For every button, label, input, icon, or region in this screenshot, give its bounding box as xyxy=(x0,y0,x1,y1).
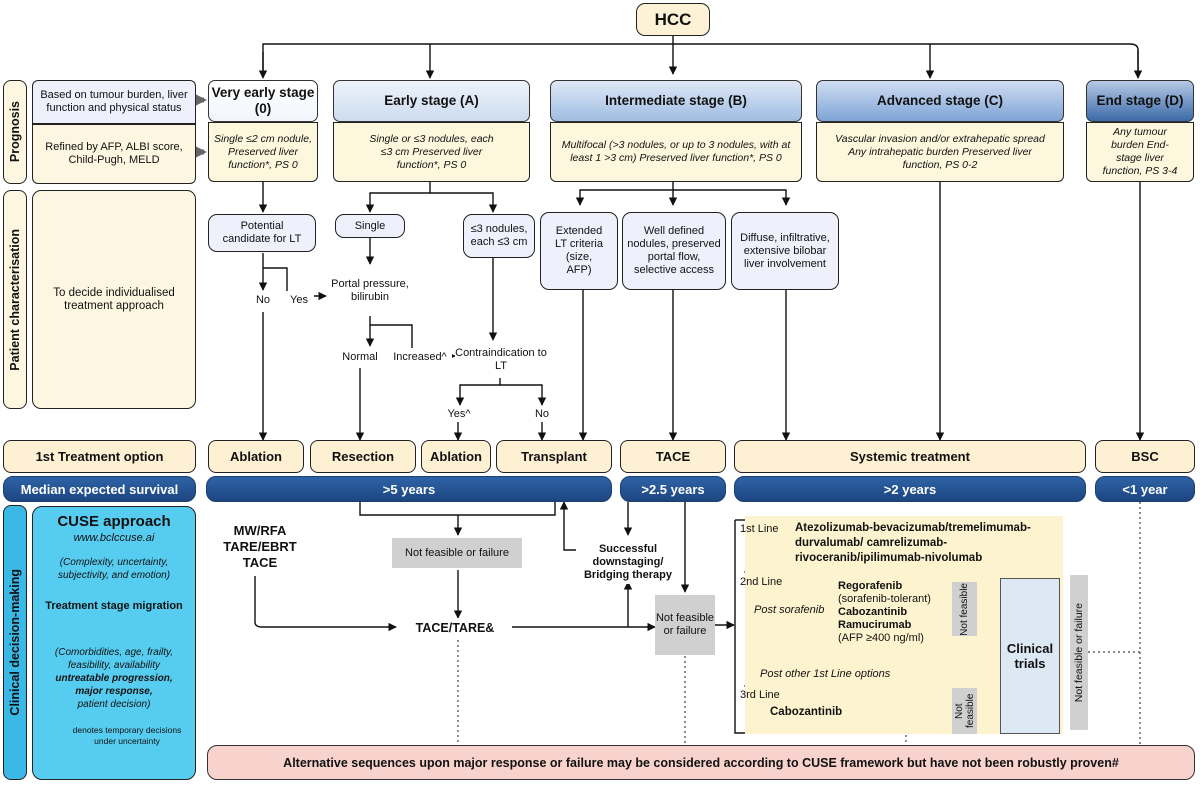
drug-cabozantinib: Cabozantinib xyxy=(838,606,908,618)
post-other: Post other 1st Line options xyxy=(760,668,891,680)
bottom-banner: Alternative sequences upon major respons… xyxy=(207,745,1195,780)
drug-regorafenib-note: (sorafenib-tolerant) xyxy=(838,593,931,605)
treatment-ablation-2: Ablation xyxy=(421,440,491,473)
treatment-resection: Resection xyxy=(310,440,416,473)
survival-2-5-years: >2.5 years xyxy=(620,476,726,502)
node-increased: Increased^ xyxy=(388,348,452,366)
patient-note: To decide individualised treatment appro… xyxy=(32,190,196,409)
stage-very-early-desc: Single ≤2 cm nodule, Preserved liver fun… xyxy=(208,122,318,182)
survival-label: Median expected survival xyxy=(3,476,196,502)
drug-ramucirumab-note: (AFP ≥400 ng/ml) xyxy=(838,632,924,644)
node-single: Single xyxy=(335,214,405,238)
cuse-patient: patient decision) xyxy=(77,699,151,710)
stage-advanced: Advanced stage (C) xyxy=(816,80,1064,122)
second-line-drugs: Regorafenib (sorafenib-tolerant) Cabozan… xyxy=(838,580,938,645)
not-feasible-2nd: Not feasible xyxy=(952,582,977,636)
node-lt-candidate: Potential candidate for LT xyxy=(208,214,316,252)
treatment-systemic: Systemic treatment xyxy=(734,440,1086,473)
cuse-factors: (Comorbidities, age, frailty, feasibilit… xyxy=(54,647,174,671)
cuse-url: www.bclccuse.ai xyxy=(73,532,155,544)
cuse-title: CUSE approach xyxy=(57,513,171,530)
tace-tare: TACE/TARE& xyxy=(398,618,512,638)
prognosis-note-based: Based on tumour burden, liver function a… xyxy=(32,80,196,124)
treatment-transplant: Transplant xyxy=(496,440,612,473)
treatment-label: 1st Treatment option xyxy=(3,440,196,473)
successful-downstaging: Successful downstaging/ Bridging therapy xyxy=(576,540,680,584)
stage-early: Early stage (A) xyxy=(333,80,530,122)
node-well-defined: Well defined nodules, preserved portal f… xyxy=(622,212,726,290)
treatment-bsc: BSC xyxy=(1095,440,1195,473)
line-1-drugs: Atezolizumab-bevacizumab/tremelimumab-du… xyxy=(795,522,1031,564)
line-3-drug: Cabozantinib xyxy=(770,706,843,718)
row-label-prognosis: Prognosis xyxy=(3,80,27,184)
stage-very-early: Very early stage (0) xyxy=(208,80,318,122)
node-yes: Yes xyxy=(284,291,314,309)
stage-end-desc: Any tumour burden End-stage liver functi… xyxy=(1086,122,1194,182)
drug-regorafenib: Regorafenib xyxy=(838,580,903,592)
node-normal: Normal xyxy=(335,348,385,366)
survival-5-years: >5 years xyxy=(206,476,612,502)
not-feasible-3rd: Not feasible xyxy=(952,688,977,734)
node-yes-caret: Yes^ xyxy=(443,406,475,422)
stage-advanced-desc: Vascular invasion and/or extrahepatic sp… xyxy=(816,122,1064,182)
cuse-legend: denotes temporary decisions under uncert… xyxy=(72,725,182,746)
post-sorafenib: Post sorafenib xyxy=(752,604,827,617)
prognosis-note-refined: Refined by AFP, ALBI score, Child-Pugh, … xyxy=(32,124,196,184)
not-feasible-or-failure-vertical: Not feasible or failure xyxy=(1070,575,1088,730)
clinical-trials: Clinical trials xyxy=(1000,578,1060,734)
hcc-title: HCC xyxy=(636,3,710,36)
line-2-label: 2nd Line xyxy=(740,576,783,588)
row-label-patient: Patient characterisation xyxy=(3,190,27,409)
node-three-nodules: ≤3 nodules, each ≤3 cm xyxy=(463,214,535,258)
node-contraindication: Contraindication to LT xyxy=(455,342,547,378)
cuse-untreatable: untreatable progression, major response, xyxy=(55,673,173,697)
stage-intermediate: Intermediate stage (B) xyxy=(550,80,802,122)
treatment-ablation: Ablation xyxy=(208,440,304,473)
node-no: No xyxy=(245,291,281,309)
stage-end: End stage (D) xyxy=(1086,80,1194,122)
node-diffuse: Diffuse, infiltrative, extensive bilobar… xyxy=(731,212,839,290)
node-portal-pressure: Portal pressure, bilirubin xyxy=(330,266,410,316)
not-feasible-box: Not feasible or failure xyxy=(392,538,522,568)
drug-ramucirumab: Ramucirumab xyxy=(838,619,912,631)
not-feasible-failure-box: Not feasible or failure xyxy=(655,595,715,655)
row-label-clinical: Clinical decision-making xyxy=(3,505,27,780)
treatment-tace: TACE xyxy=(620,440,726,473)
cuse-complexity: (Complexity, uncertainty, subjectivity, … xyxy=(57,557,171,581)
node-no-2: No xyxy=(528,406,556,422)
stage-intermediate-desc: Multifocal (>3 nodules, or up to 3 nodul… xyxy=(550,122,802,182)
line-1-label: 1st Line xyxy=(740,523,779,535)
survival-1-year: <1 year xyxy=(1095,476,1195,502)
node-extended-lt: Extended LT criteria (size, AFP) xyxy=(540,212,618,290)
cuse-migration: Treatment stage migration xyxy=(45,600,183,612)
cuse-panel: CUSE approach www.bclccuse.ai (Complexit… xyxy=(32,506,196,780)
stage-early-desc: Single or ≤3 nodules, each ≤3 cm Preserv… xyxy=(333,122,530,182)
line-3-label: 3rd Line xyxy=(740,689,780,701)
mwa-text: MW/RFA TARE/EBRT TACE xyxy=(223,523,297,570)
survival-2-years: >2 years xyxy=(734,476,1086,502)
